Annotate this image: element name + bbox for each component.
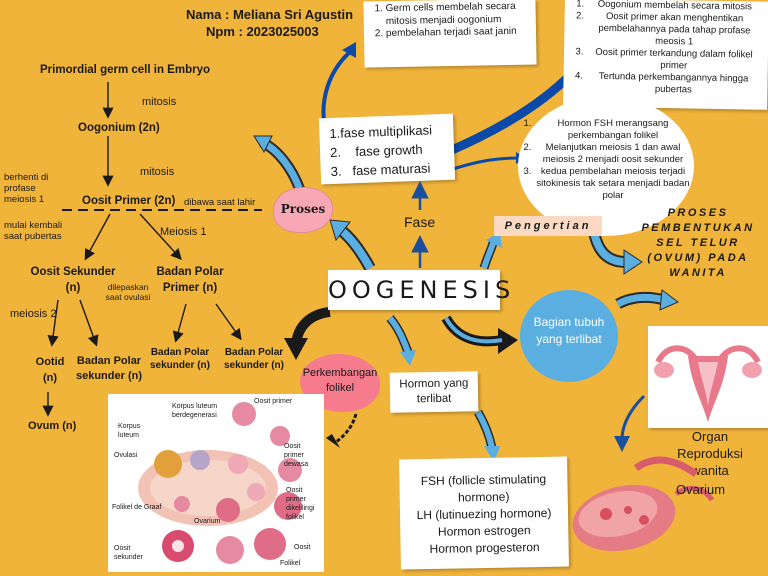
follicle-illustration bbox=[138, 402, 302, 564]
bagian-label: Bagian tubuh yang terlibat bbox=[533, 315, 605, 346]
badan-polar-primer-label: Badan Polar Primer (n) bbox=[156, 266, 224, 294]
label-oosit-primer-dikelilingi: Oosit primer dikelilingi folikel bbox=[286, 487, 315, 521]
label-oosit: Oosit bbox=[294, 544, 311, 551]
hormon-arrow bbox=[387, 316, 411, 354]
oosit-primer-label: Oosit Primer (2n) bbox=[82, 195, 176, 207]
maturasi-note-2: Melanjutkan meiosis 1 dan awal meiosis 2… bbox=[534, 142, 692, 166]
hormon-item-1: FSH (follicle stimulating hormone) bbox=[420, 471, 547, 505]
flow-arrows bbox=[42, 82, 242, 417]
ovarium-arrow bbox=[620, 394, 646, 441]
growth-notes: Oogonium membelah secara mitosis Oosit p… bbox=[563, 0, 768, 110]
maturasi-note-1: Hormon FSH merangsang perkembangan folik… bbox=[534, 118, 692, 142]
label-korpus-luteum-degen: Korpus luteum berdegenerasi bbox=[172, 403, 218, 419]
perkembangan-node: Perkembangan folikel bbox=[300, 354, 380, 412]
author-name: Nama : Meliana Sri Agustin bbox=[186, 7, 354, 22]
mulai-note: mulai kembali saat pubertas bbox=[4, 220, 63, 242]
multiplikasi-notes: Germ cells membelah secara mitosis menja… bbox=[363, 0, 537, 68]
bp-sekunder-1: Badan Polar sekunder (n) bbox=[75, 355, 142, 382]
label-ovulasi: Ovulasi bbox=[114, 452, 138, 459]
dibawa-note: dibawa saat lahir bbox=[184, 197, 256, 208]
maturasi-notes bbox=[518, 96, 694, 236]
berhenti-note: berhenti di profase meiosis 1 bbox=[4, 172, 49, 205]
meiosis2-label: meiosis 2 bbox=[10, 308, 57, 320]
mitosis-label-1: mitosis bbox=[142, 96, 177, 108]
hormon-item-2: LH (lutinuezing hormone) bbox=[416, 505, 552, 523]
oogenesis-title-box: OOGENESIS bbox=[328, 270, 516, 310]
label-folikel: Folikel bbox=[280, 560, 301, 567]
fase-label: Fase bbox=[404, 214, 436, 230]
label-korpus-luteum: Korpus luteum bbox=[118, 423, 141, 439]
ovum-label: Ovum (n) bbox=[28, 420, 77, 432]
follicle-diagram: Korpus luteum berdegenerasi Oosit primer… bbox=[108, 394, 324, 572]
hormon-item-4: Hormon progesteron bbox=[429, 540, 540, 556]
bagian-node: Bagian tubuh yang terlibat bbox=[520, 290, 618, 382]
label-ovarium: Ovarium bbox=[194, 518, 221, 525]
ovary-illustration bbox=[572, 456, 715, 552]
label-folikel-de-graaf: Folikel de Graaf bbox=[112, 504, 162, 511]
oosit-sekunder-label: Oosit Sekunder (n) bbox=[30, 266, 116, 294]
mitosis-label-2: mitosis bbox=[140, 166, 175, 178]
growth-note-3: Oosit primer terkandung dalam folikel pr… bbox=[586, 47, 762, 74]
proses-label: Proses bbox=[280, 202, 326, 216]
pengertian-label: Pengertian bbox=[504, 220, 592, 232]
multiplikasi-note-2: pembelahan terjadi saat janin bbox=[386, 26, 530, 41]
organ-arrow bbox=[616, 293, 665, 308]
fase-item-3: 3. fase maturasi bbox=[330, 160, 431, 179]
multiplikasi-note-1: Germ cells membelah secara mitosis menja… bbox=[385, 1, 529, 29]
hormon-label-box: Hormon yang terlibat bbox=[389, 371, 479, 413]
perkembangan-label: Perkembangan folikel bbox=[302, 367, 378, 394]
oogenesis-title: OOGENESIS bbox=[328, 276, 516, 304]
oogonium-label: Oogonium (2n) bbox=[78, 122, 160, 134]
label-oosit-primer: Oosit primer bbox=[254, 398, 293, 405]
uterus-illustration bbox=[654, 345, 762, 422]
growth-note-2: Oosit primer akan menghentikan pembelaha… bbox=[586, 11, 763, 50]
proses-node: Proses bbox=[274, 188, 332, 232]
dilepaskan-note: dilepaskan saat ovulasi bbox=[105, 282, 151, 302]
ovarium-label: Ovarium bbox=[676, 482, 726, 497]
pengertian-tag: Pengertian bbox=[494, 216, 602, 236]
author-npm: Npm : 2023025003 bbox=[206, 24, 319, 39]
ovary-image bbox=[566, 454, 716, 566]
maturasi-note-3: kedua pembelahan meiosis terjadi sitokin… bbox=[534, 166, 692, 202]
label-oosit-primer-dewasa: Oosit primer dewasa bbox=[284, 443, 309, 468]
maturasi-list: Hormon FSH merangsang perkembangan folik… bbox=[520, 118, 692, 202]
hormon-list: FSH (follicle stimulating hormone) LH (l… bbox=[399, 456, 569, 570]
label-oosit-sekunder: Oosit sekunder bbox=[114, 545, 143, 561]
maturasi-arrow bbox=[449, 156, 519, 172]
bp-sekunder-3: Badan Polar sekunder (n) bbox=[223, 347, 284, 371]
bp-sekunder-2: Badan Polar sekunder (n) bbox=[149, 347, 210, 371]
fase-list: 1.fase multiplikasi 2. fase growth 3. fa… bbox=[318, 113, 456, 185]
proses-arrow bbox=[335, 224, 374, 270]
author-block: Nama : Meliana Sri Agustin Npm : 2023025… bbox=[186, 6, 353, 40]
organ-label: Organ Reproduksi wanita bbox=[677, 429, 743, 478]
meiosis1-label: Meiosis 1 bbox=[160, 226, 207, 238]
ootid-label: Ootid (n) bbox=[35, 356, 65, 384]
uterus-image bbox=[648, 326, 768, 428]
primordial-label: Primordial germ cell in Embryo bbox=[40, 64, 210, 76]
hormon-label: Hormon yang terlibat bbox=[399, 377, 469, 406]
growth-note-4: Tertunda perkembangannya hingga pubertas bbox=[585, 71, 761, 98]
pengertian-text: PROSES PEMBENTUKAN SEL TELUR (OVUM) PADA… bbox=[641, 207, 755, 279]
